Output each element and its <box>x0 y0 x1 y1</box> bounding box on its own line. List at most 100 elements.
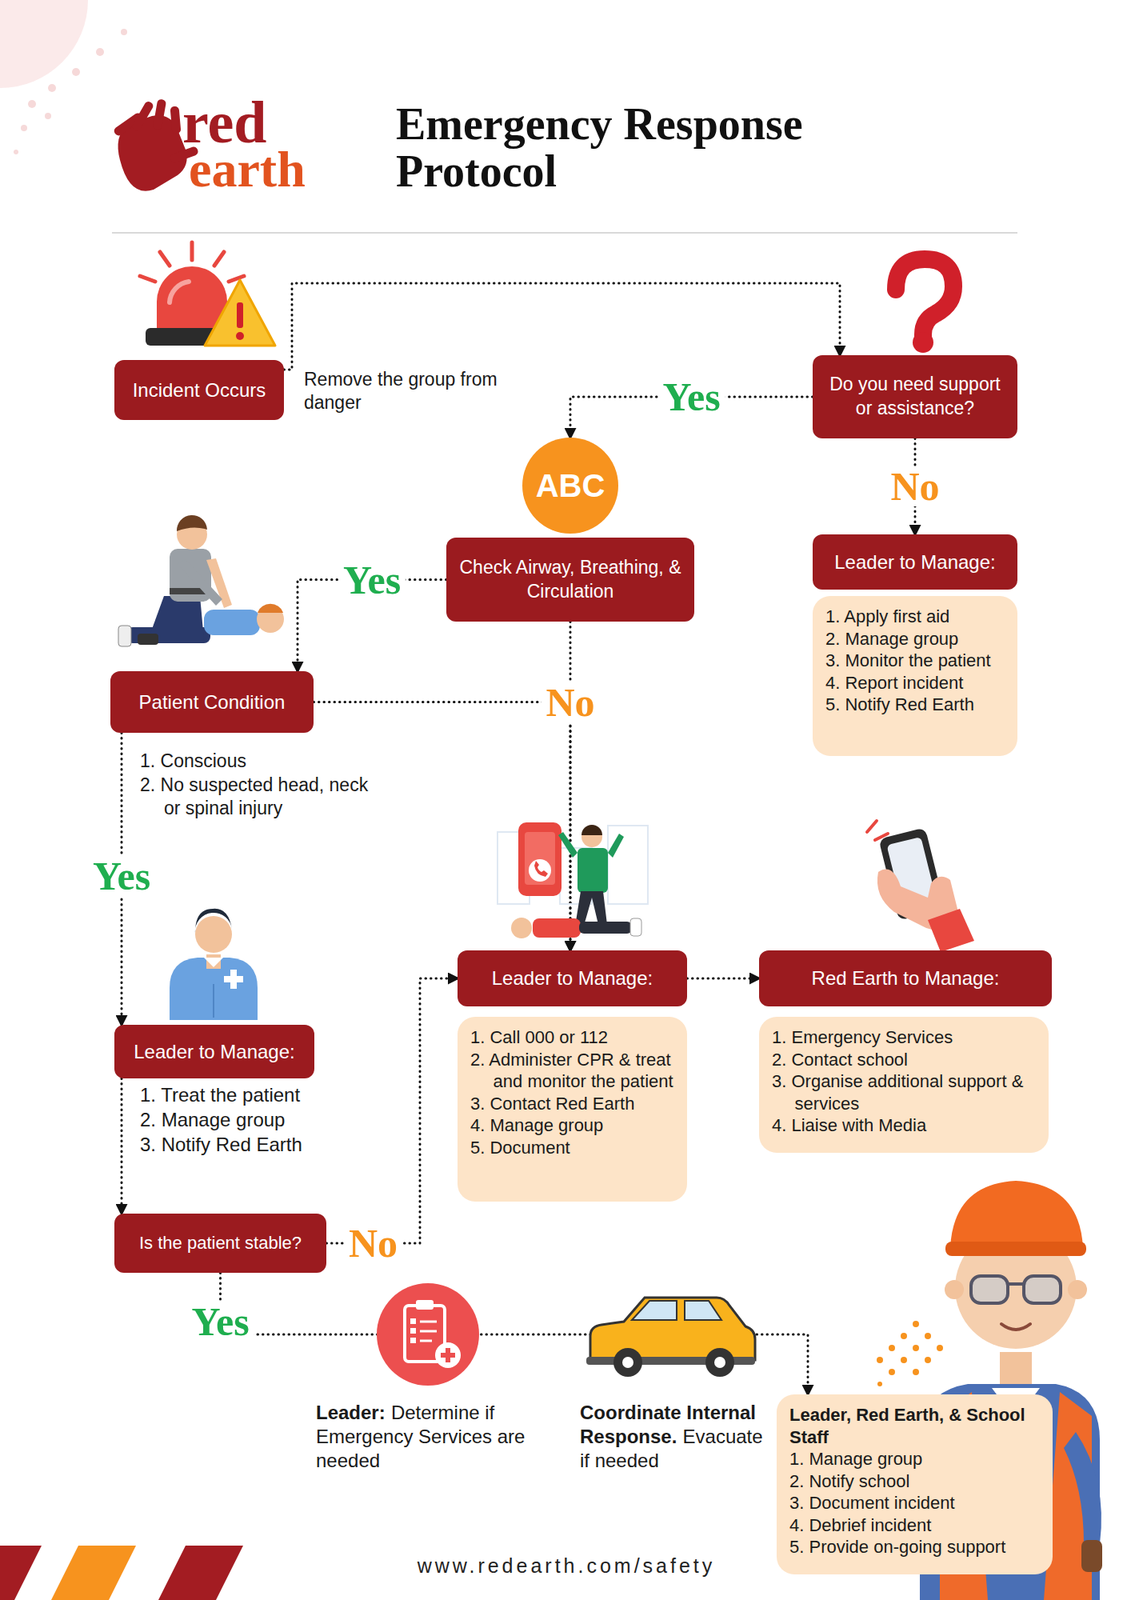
worker-illustration <box>971 1275 1061 1303</box>
worker-illustration <box>1007 1282 1024 1286</box>
corner-decoration <box>0 0 128 155</box>
branch-label: Yes <box>338 559 406 600</box>
nurse-icon <box>195 908 232 933</box>
worker-illustration <box>924 1356 932 1363</box>
clipboard-icon <box>419 1339 432 1343</box>
siren-icon <box>139 242 276 346</box>
logo-word-block: earth <box>188 143 365 196</box>
corner-decoration <box>13 149 19 155</box>
worker-illustration <box>945 1241 1087 1256</box>
process-box: Leader to Manage: <box>812 534 1018 590</box>
question-mark-icon <box>912 331 934 353</box>
worker-illustration <box>912 1320 920 1327</box>
list-item: 3. Document incident <box>789 1491 1040 1515</box>
list-item: 4. Liaise with Media <box>771 1114 1036 1137</box>
emergency-call-illustration <box>528 859 552 882</box>
flow-connector <box>313 702 571 952</box>
flow-connector <box>220 1272 809 1395</box>
list-item: 3. Contact Red Earth <box>470 1092 675 1116</box>
car-icon <box>622 1356 634 1368</box>
list-item: 2. Manage group <box>825 627 1005 651</box>
corner-decoration <box>27 99 36 108</box>
worker-illustration <box>900 1356 908 1363</box>
worker-illustration <box>876 1320 944 1387</box>
flow-connector <box>120 1078 124 1214</box>
abc-circle: ABC <box>522 437 619 534</box>
emergency-call-illustration <box>532 918 581 938</box>
emergency-call-illustration <box>607 833 624 858</box>
action-list: 1. Call 000 or 1122. Administer CPR & tr… <box>457 1016 688 1202</box>
clipboard-icon <box>410 1327 416 1334</box>
process-box: Check Airway, Breathing, & Circulation <box>446 537 695 622</box>
clipboard-icon <box>419 1321 437 1341</box>
worker-illustration <box>888 1368 896 1375</box>
clipboard-icon <box>415 1299 434 1310</box>
car-icon <box>705 1347 735 1377</box>
phone-hand-icon <box>867 820 888 840</box>
cpr-illustration <box>137 633 159 645</box>
step-label-block: Coordinate Internal Response.Evacuate if… <box>579 1400 768 1473</box>
cpr-illustration <box>176 515 208 532</box>
car-icon <box>590 1297 756 1360</box>
box-label: Patient Condition <box>139 689 286 715</box>
car-icon <box>714 1356 726 1368</box>
box-label: Leader to Manage: <box>834 549 996 575</box>
footer-url: www.redearth.com/safety <box>417 1554 716 1577</box>
worker-illustration <box>1067 1279 1088 1299</box>
clipboard-icon <box>419 1320 437 1323</box>
list-item: 1. Manage group <box>789 1447 1040 1471</box>
footer-stripes <box>0 1545 244 1600</box>
decision-box: Patient Condition <box>110 671 314 733</box>
worker-illustration <box>1063 1431 1102 1544</box>
list-item: 2. Contact school <box>771 1048 1036 1072</box>
nurse-icon <box>195 915 232 953</box>
corner-decoration <box>47 83 56 92</box>
cpr-illustration <box>118 515 284 647</box>
box-label: ABC <box>535 467 606 504</box>
box-label: Leader to Manage: <box>491 965 653 991</box>
corner-decoration <box>95 47 104 56</box>
box-label: Red Earth to Manage: <box>811 965 1000 991</box>
footer-stripes <box>51 1545 136 1600</box>
worker-illustration <box>1081 1539 1103 1572</box>
siren-icon <box>139 275 156 282</box>
worker-illustration <box>912 1368 920 1375</box>
action-list: 1. Emergency Services2. Contact school3.… <box>759 1016 1049 1153</box>
clipboard-icon <box>376 1282 480 1386</box>
worker-illustration <box>924 1332 932 1339</box>
siren-icon <box>169 281 189 303</box>
action-item: 3. Notify Red Earth <box>139 1133 303 1155</box>
corner-decoration <box>71 67 80 76</box>
siren-icon <box>235 331 244 340</box>
action-item: 2. Manage group <box>139 1108 285 1131</box>
nurse-icon <box>212 983 215 1018</box>
emergency-call-illustration <box>534 860 548 877</box>
list-item: 5. Document <box>470 1136 675 1159</box>
flow-connector <box>283 283 840 370</box>
branch-label: Yes <box>87 855 156 896</box>
corner-decoration <box>20 124 28 132</box>
page-title: Emergency Response Protocol <box>395 100 908 196</box>
worker-illustration <box>1001 1323 1031 1330</box>
footer-url-block: www.redearth.com/safety <box>326 1553 807 1579</box>
logo-word: earth <box>188 140 306 198</box>
branch-label: No <box>885 466 944 507</box>
siren-icon <box>159 251 170 266</box>
corner-decoration <box>44 112 52 120</box>
list-item: 4. Debrief incident <box>789 1514 1040 1537</box>
clipboard-icon <box>376 1282 480 1386</box>
list-item: 3. Monitor the patient <box>825 649 1005 672</box>
logo-hand <box>170 106 182 135</box>
emergency-call-illustration <box>630 918 642 936</box>
emergency-call-illustration <box>497 822 648 939</box>
worker-illustration <box>1023 1275 1061 1303</box>
emergency-call-illustration <box>579 921 632 934</box>
nurse-icon <box>203 957 224 968</box>
action-item-block: 1. Treat the patient <box>139 1083 332 1108</box>
note-text-block: Remove the group from danger <box>303 367 504 415</box>
siren-icon <box>236 302 244 328</box>
siren-icon <box>156 266 228 330</box>
nurse-icon <box>169 908 258 1020</box>
note-text: Remove the group from danger <box>303 368 498 413</box>
clipboard-icon <box>440 1352 456 1358</box>
